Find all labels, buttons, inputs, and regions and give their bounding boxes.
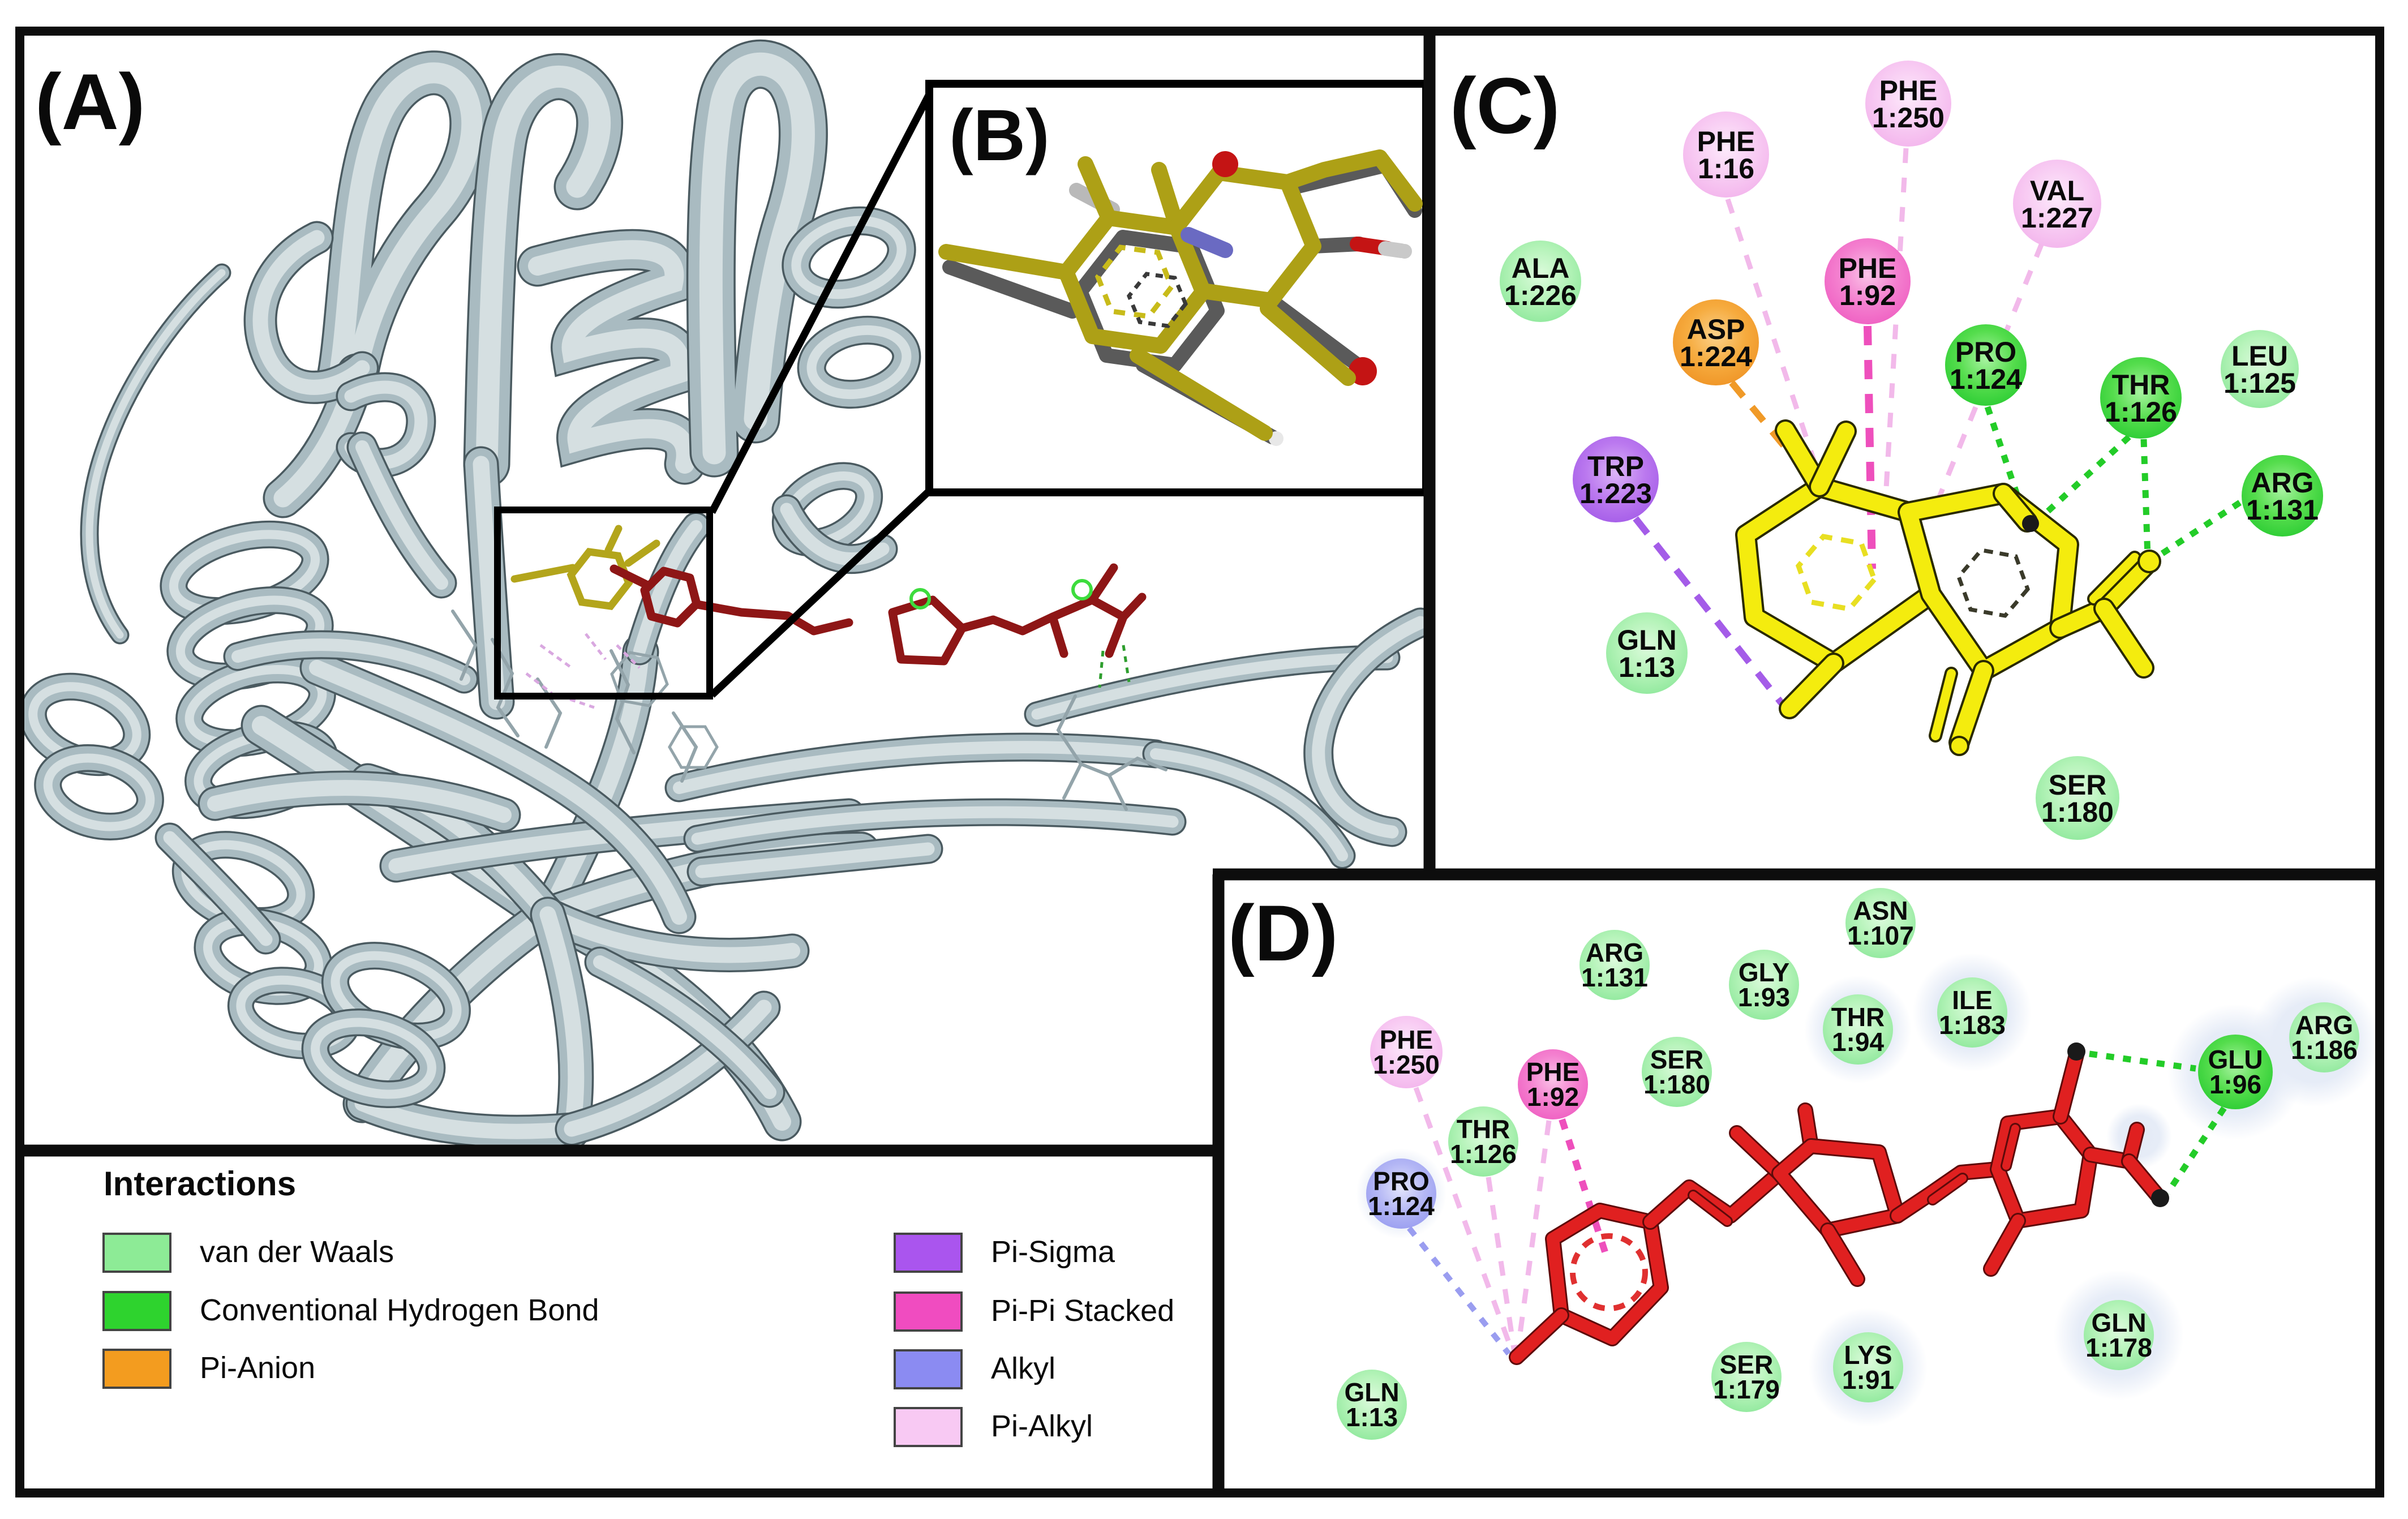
svg-text:van der Waals: van der Waals — [200, 1235, 394, 1269]
svg-text:Conventional Hydrogen Bond: Conventional Hydrogen Bond — [200, 1293, 599, 1327]
svg-text:1:124: 1:124 — [1368, 1191, 1435, 1221]
svg-text:1:224: 1:224 — [1680, 341, 1752, 372]
svg-text:PRO: PRO — [1373, 1166, 1430, 1196]
svg-text:1:124: 1:124 — [1950, 363, 2022, 395]
svg-text:(C): (C) — [1450, 61, 1560, 150]
svg-text:PRO: PRO — [1955, 336, 2016, 368]
svg-text:Alkyl: Alkyl — [991, 1351, 1055, 1385]
svg-text:1:13: 1:13 — [1346, 1402, 1398, 1432]
svg-text:(A): (A) — [35, 57, 145, 146]
svg-text:1:250: 1:250 — [1373, 1050, 1440, 1079]
svg-text:1:183: 1:183 — [1939, 1010, 2006, 1040]
svg-text:THR: THR — [1457, 1114, 1510, 1144]
svg-text:GLN: GLN — [2091, 1308, 2146, 1337]
svg-text:LYS: LYS — [1844, 1340, 1892, 1370]
svg-text:1:180: 1:180 — [2041, 796, 2114, 828]
svg-text:1:96: 1:96 — [2209, 1070, 2261, 1099]
svg-text:Interactions: Interactions — [104, 1165, 296, 1203]
svg-text:GLN: GLN — [1344, 1378, 1399, 1407]
svg-text:VAL: VAL — [2030, 175, 2084, 207]
svg-text:Pi-Alkyl: Pi-Alkyl — [991, 1409, 1093, 1443]
svg-text:PHE: PHE — [1697, 126, 1755, 157]
svg-text:(D): (D) — [1228, 889, 1338, 977]
svg-text:1:13: 1:13 — [1619, 651, 1675, 683]
svg-text:(B): (B) — [949, 95, 1050, 176]
svg-text:THR: THR — [2112, 369, 2170, 401]
svg-text:GLU: GLU — [2208, 1045, 2263, 1074]
svg-text:SER: SER — [1650, 1045, 1704, 1074]
svg-text:1:125: 1:125 — [2224, 367, 2296, 399]
svg-text:1:126: 1:126 — [2105, 396, 2177, 428]
svg-text:TRP: TRP — [1587, 450, 1644, 482]
svg-text:ILE: ILE — [1952, 985, 1993, 1015]
svg-text:1:186: 1:186 — [2291, 1035, 2358, 1065]
svg-text:PHE: PHE — [1526, 1057, 1580, 1087]
svg-text:LEU: LEU — [2231, 340, 2288, 372]
svg-text:1:126: 1:126 — [1450, 1139, 1517, 1169]
svg-text:1:92: 1:92 — [1527, 1082, 1579, 1112]
svg-text:1:180: 1:180 — [1643, 1070, 1710, 1099]
svg-text:1:178: 1:178 — [2085, 1333, 2152, 1362]
svg-text:ASP: ASP — [1687, 314, 1745, 345]
svg-text:THR: THR — [1831, 1002, 1885, 1032]
svg-text:ARG: ARG — [2295, 1010, 2353, 1040]
svg-text:ARG: ARG — [2251, 467, 2313, 499]
svg-text:Pi-Anion: Pi-Anion — [200, 1351, 315, 1385]
svg-text:1:91: 1:91 — [1842, 1365, 1894, 1394]
svg-text:1:94: 1:94 — [1832, 1027, 1884, 1057]
svg-text:SER: SER — [1720, 1350, 1774, 1379]
svg-text:SER: SER — [2049, 769, 2107, 801]
svg-text:1:223: 1:223 — [1579, 478, 1652, 509]
svg-text:1:131: 1:131 — [2246, 494, 2319, 526]
svg-text:1:131: 1:131 — [1581, 963, 1648, 992]
svg-text:1:92: 1:92 — [1839, 280, 1896, 311]
svg-text:GLY: GLY — [1739, 958, 1789, 987]
svg-text:PHE: PHE — [1879, 75, 1938, 106]
svg-text:1:16: 1:16 — [1698, 153, 1754, 184]
svg-text:1:93: 1:93 — [1738, 982, 1790, 1012]
svg-text:ASN: ASN — [1853, 896, 1908, 925]
svg-text:ARG: ARG — [1586, 938, 1643, 967]
svg-text:Pi-Sigma: Pi-Sigma — [991, 1235, 1115, 1269]
svg-text:1:226: 1:226 — [1504, 280, 1577, 311]
svg-text:PHE: PHE — [1380, 1025, 1433, 1054]
svg-text:GLN: GLN — [1617, 624, 1677, 656]
svg-text:ALA: ALA — [1512, 252, 1570, 284]
svg-text:1:179: 1:179 — [1713, 1375, 1780, 1404]
svg-text:Pi-Pi Stacked: Pi-Pi Stacked — [991, 1294, 1174, 1328]
svg-text:PHE: PHE — [1839, 252, 1897, 284]
svg-text:1:250: 1:250 — [1872, 102, 1945, 134]
svg-text:1:227: 1:227 — [2021, 202, 2093, 234]
svg-text:1:107: 1:107 — [1847, 921, 1914, 950]
